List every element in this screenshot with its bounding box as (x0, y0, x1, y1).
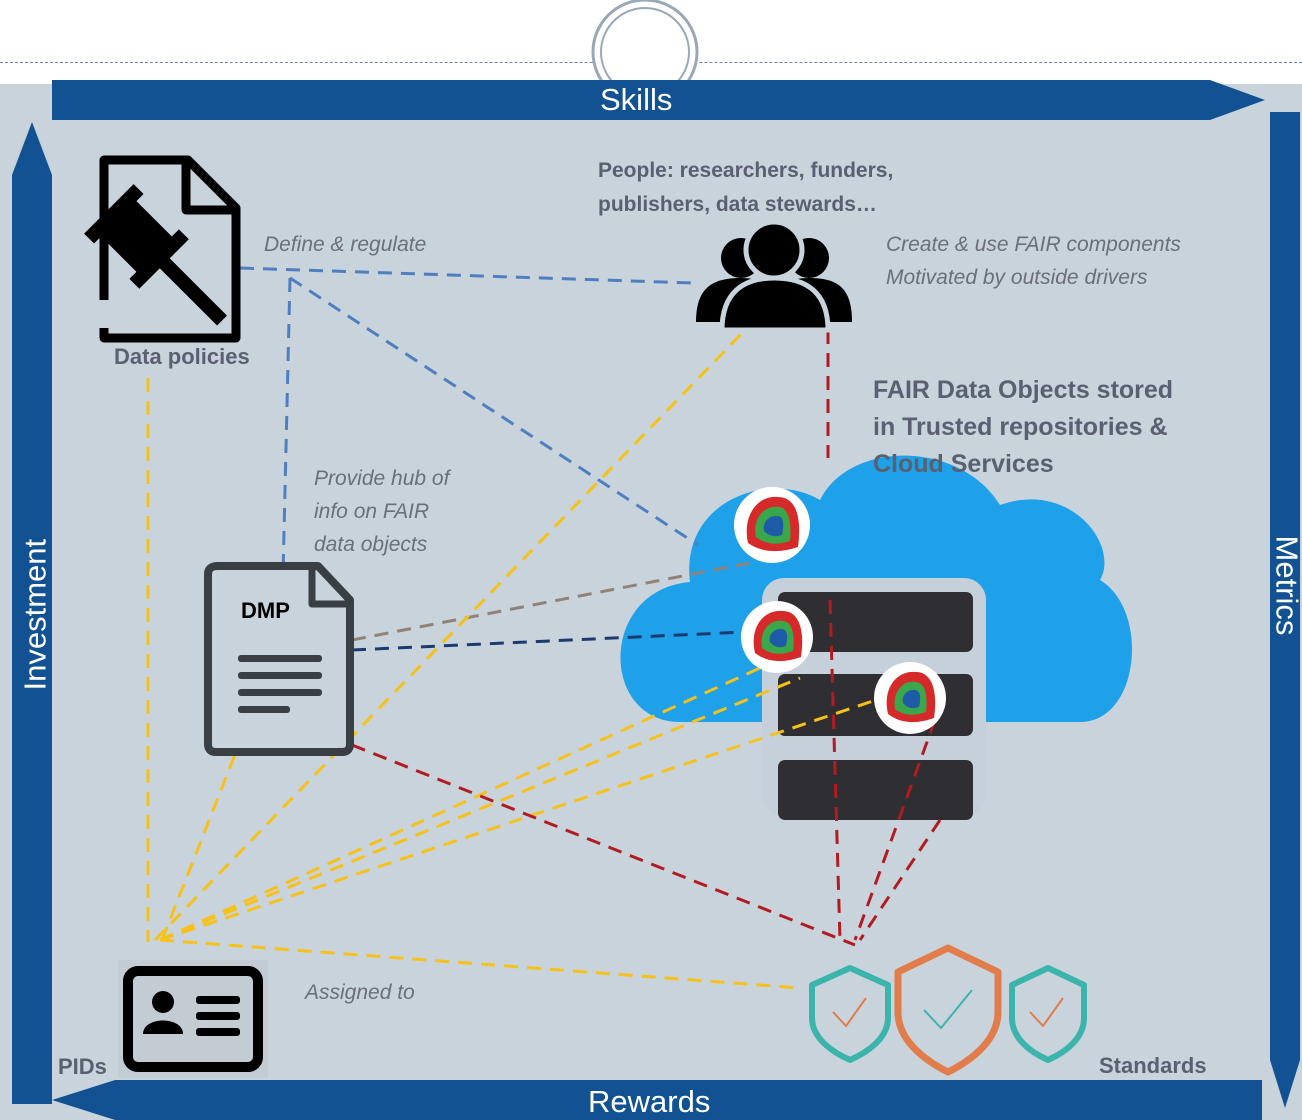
provide-hub-annotation: Provide hub of info on FAIR data objects (314, 467, 450, 556)
metrics-label: Metrics (1269, 535, 1302, 636)
link-pids-dmp (160, 751, 238, 941)
link-pids-server2 (159, 676, 801, 942)
dmp-label: DMP (241, 598, 290, 623)
fair-object-icon (734, 487, 810, 563)
link-pids-server1 (159, 666, 761, 942)
ring-icon (591, 0, 699, 106)
id-card-icon (118, 960, 268, 1078)
document-icon (204, 562, 354, 756)
shield-check-icon (809, 944, 1087, 1076)
link-pids-server3 (159, 698, 877, 942)
link-dmp-fairobject2 (351, 630, 746, 652)
fair-objects-label: FAIR Data Objects stored in Trusted repo… (873, 376, 1174, 478)
skills-arrow (52, 80, 1265, 120)
link-server-standards-2 (853, 719, 937, 941)
skills-label: Skills (600, 82, 673, 117)
link-pids-people (153, 328, 747, 942)
connection-lines (146, 266, 942, 990)
link-server-standards-3 (858, 819, 942, 941)
data-policies-label: Data policies (114, 344, 250, 369)
create-use-annotation: Create & use FAIR components Motivated b… (886, 233, 1181, 289)
rewards-arrow (52, 1080, 1262, 1120)
fair-object-icon (741, 601, 813, 673)
assigned-to-annotation: Assigned to (305, 981, 415, 1004)
link-policies-dmp (281, 277, 292, 576)
link-server-standards-1 (828, 599, 842, 941)
people-label: People: researchers, funders, publishers… (598, 159, 894, 216)
fair-object-icon (874, 662, 946, 734)
link-policies-people (239, 266, 694, 285)
define-regulate-annotation: Define & regulate (264, 233, 427, 256)
gavel-document-icon (72, 155, 241, 343)
link-pids-standards (159, 938, 801, 990)
investment-arrow (12, 122, 52, 1104)
pids-label: PIDs (58, 1054, 107, 1079)
rewards-label: Rewards (588, 1084, 711, 1119)
investment-label: Investment (17, 538, 53, 691)
standards-label: Standards (1099, 1053, 1207, 1078)
metrics-arrow (1270, 112, 1300, 1108)
link-policies-cloud (289, 276, 699, 547)
people-group-icon (696, 219, 852, 333)
